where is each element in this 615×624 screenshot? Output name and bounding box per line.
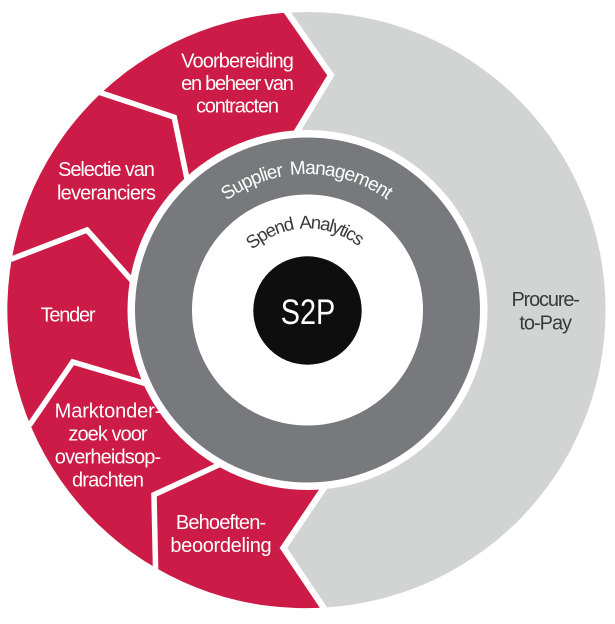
svg-text:S2P: S2P	[281, 292, 336, 332]
svg-text:Voorbereiding: Voorbereiding	[181, 51, 294, 73]
svg-text:Tender: Tender	[41, 304, 96, 326]
svg-text:Procure-: Procure-	[511, 289, 580, 311]
svg-text:beoordeling: beoordeling	[170, 535, 271, 557]
svg-text:leveranciers: leveranciers	[57, 183, 156, 205]
svg-text:zoek voor: zoek voor	[68, 424, 148, 446]
svg-text:Selectie van: Selectie van	[58, 159, 155, 181]
svg-text:Behoeften-: Behoeften-	[176, 512, 266, 534]
svg-text:Marktonder-: Marktonder-	[55, 401, 162, 423]
svg-text:en beheer van: en beheer van	[181, 73, 294, 95]
svg-text:overheidsop-: overheidsop-	[55, 447, 161, 469]
svg-text:contracten: contracten	[196, 96, 279, 118]
svg-text:to-Pay: to-Pay	[519, 313, 572, 335]
svg-text:drachten: drachten	[72, 470, 144, 492]
